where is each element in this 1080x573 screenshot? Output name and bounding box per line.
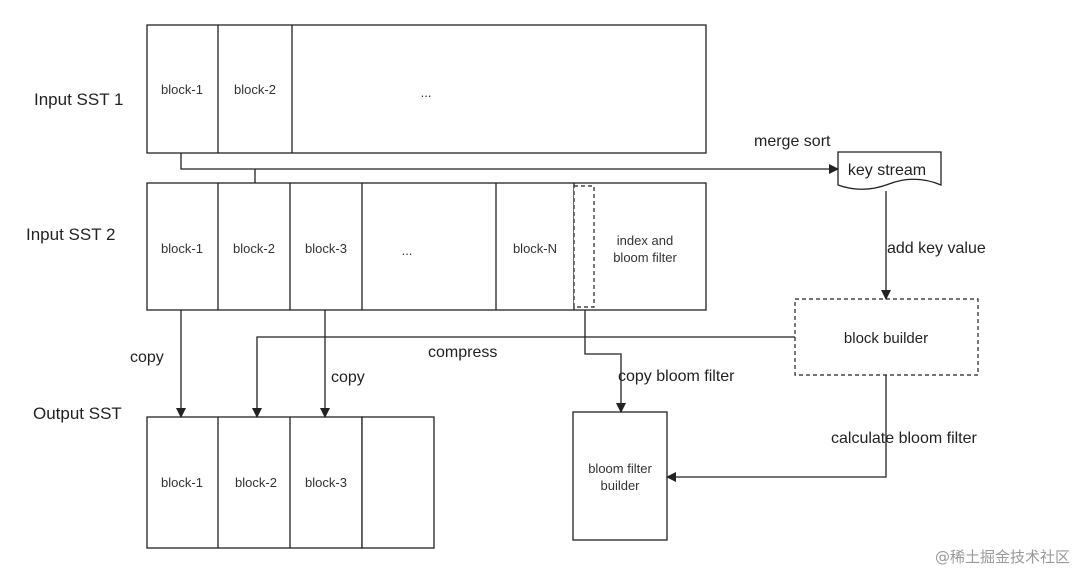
input-sst-1: block-1 block-2 ... [146,24,707,154]
input-sst-2-block-n: block-N [513,241,557,256]
watermark: @稀土掘金技术社区 [934,548,1070,566]
output-sst-block-1: block-1 [161,475,203,490]
add-key-value-label: add key value [887,240,986,257]
block-builder-frame [794,298,979,376]
copy-bloom-filter-arrow [584,310,626,413]
input-sst-2-label: Input SST 2 [26,225,115,244]
bloom-filter-builder-frame [572,411,668,541]
compress-edge: compress [252,336,795,418]
index-and-bloom-label-line1: index and [617,233,673,248]
compress-label: compress [428,344,497,361]
copy-right-edge: copy [320,310,365,418]
copy-left-edge: copy [130,310,186,418]
index-and-bloom-label-line2: bloom filter [613,250,677,265]
output-sst-block-2: block-2 [235,475,277,490]
block-builder-label: block builder [844,330,928,347]
copy-bloom-filter-label: copy bloom filter [618,368,735,385]
bloom-filter-builder-label-line2: builder [600,478,640,493]
input-sst-2-block-2: block-2 [233,241,275,256]
calculate-bloom-filter-edge: calculate bloom filter [666,375,978,482]
add-key-value-edge: add key value [881,191,986,300]
calculate-bloom-filter-label: calculate bloom filter [831,430,978,447]
key-stream-shape [837,151,942,190]
output-sst-frame [146,416,363,549]
input-sst-1-frame [146,24,707,154]
input-sst-1-block-2: block-2 [234,82,276,97]
input-sst-2-block-1: block-1 [161,241,203,256]
input-sst-2-ellipsis: ... [402,243,413,258]
calculate-bloom-filter-arrow [666,375,887,482]
input-sst-2: block-1 block-2 block-3 ... block-N inde… [146,182,707,311]
compress-arrow [252,336,795,418]
copy-bloom-filter-edge: copy bloom filter [584,310,735,413]
copy-right-label: copy [331,369,365,386]
merge-sort-edge: merge sort [180,133,839,183]
input-sst-1-label: Input SST 1 [34,90,123,109]
output-sst-label: Output SST [33,404,122,423]
merge-sort-label: merge sort [754,133,831,150]
input-sst-1-ellipsis: ... [421,85,432,100]
copy-left-label: copy [130,349,164,366]
bloom-filter-region [573,185,595,308]
output-sst: block-1 block-2 block-3 [146,416,435,549]
input-sst-2-frame [146,182,707,311]
key-stream-label: key stream [848,162,926,179]
block-builder-node: block builder [794,298,979,376]
bloom-filter-builder-node: bloom filter builder [572,411,668,541]
output-sst-empty-block [361,416,435,549]
input-sst-2-block-3: block-3 [305,241,347,256]
key-stream-node: key stream [837,151,942,190]
merge-sort-arrow [180,153,839,174]
bloom-filter-builder-label-line1: bloom filter [588,461,652,476]
input-sst-1-block-1: block-1 [161,82,203,97]
output-sst-block-3: block-3 [305,475,347,490]
